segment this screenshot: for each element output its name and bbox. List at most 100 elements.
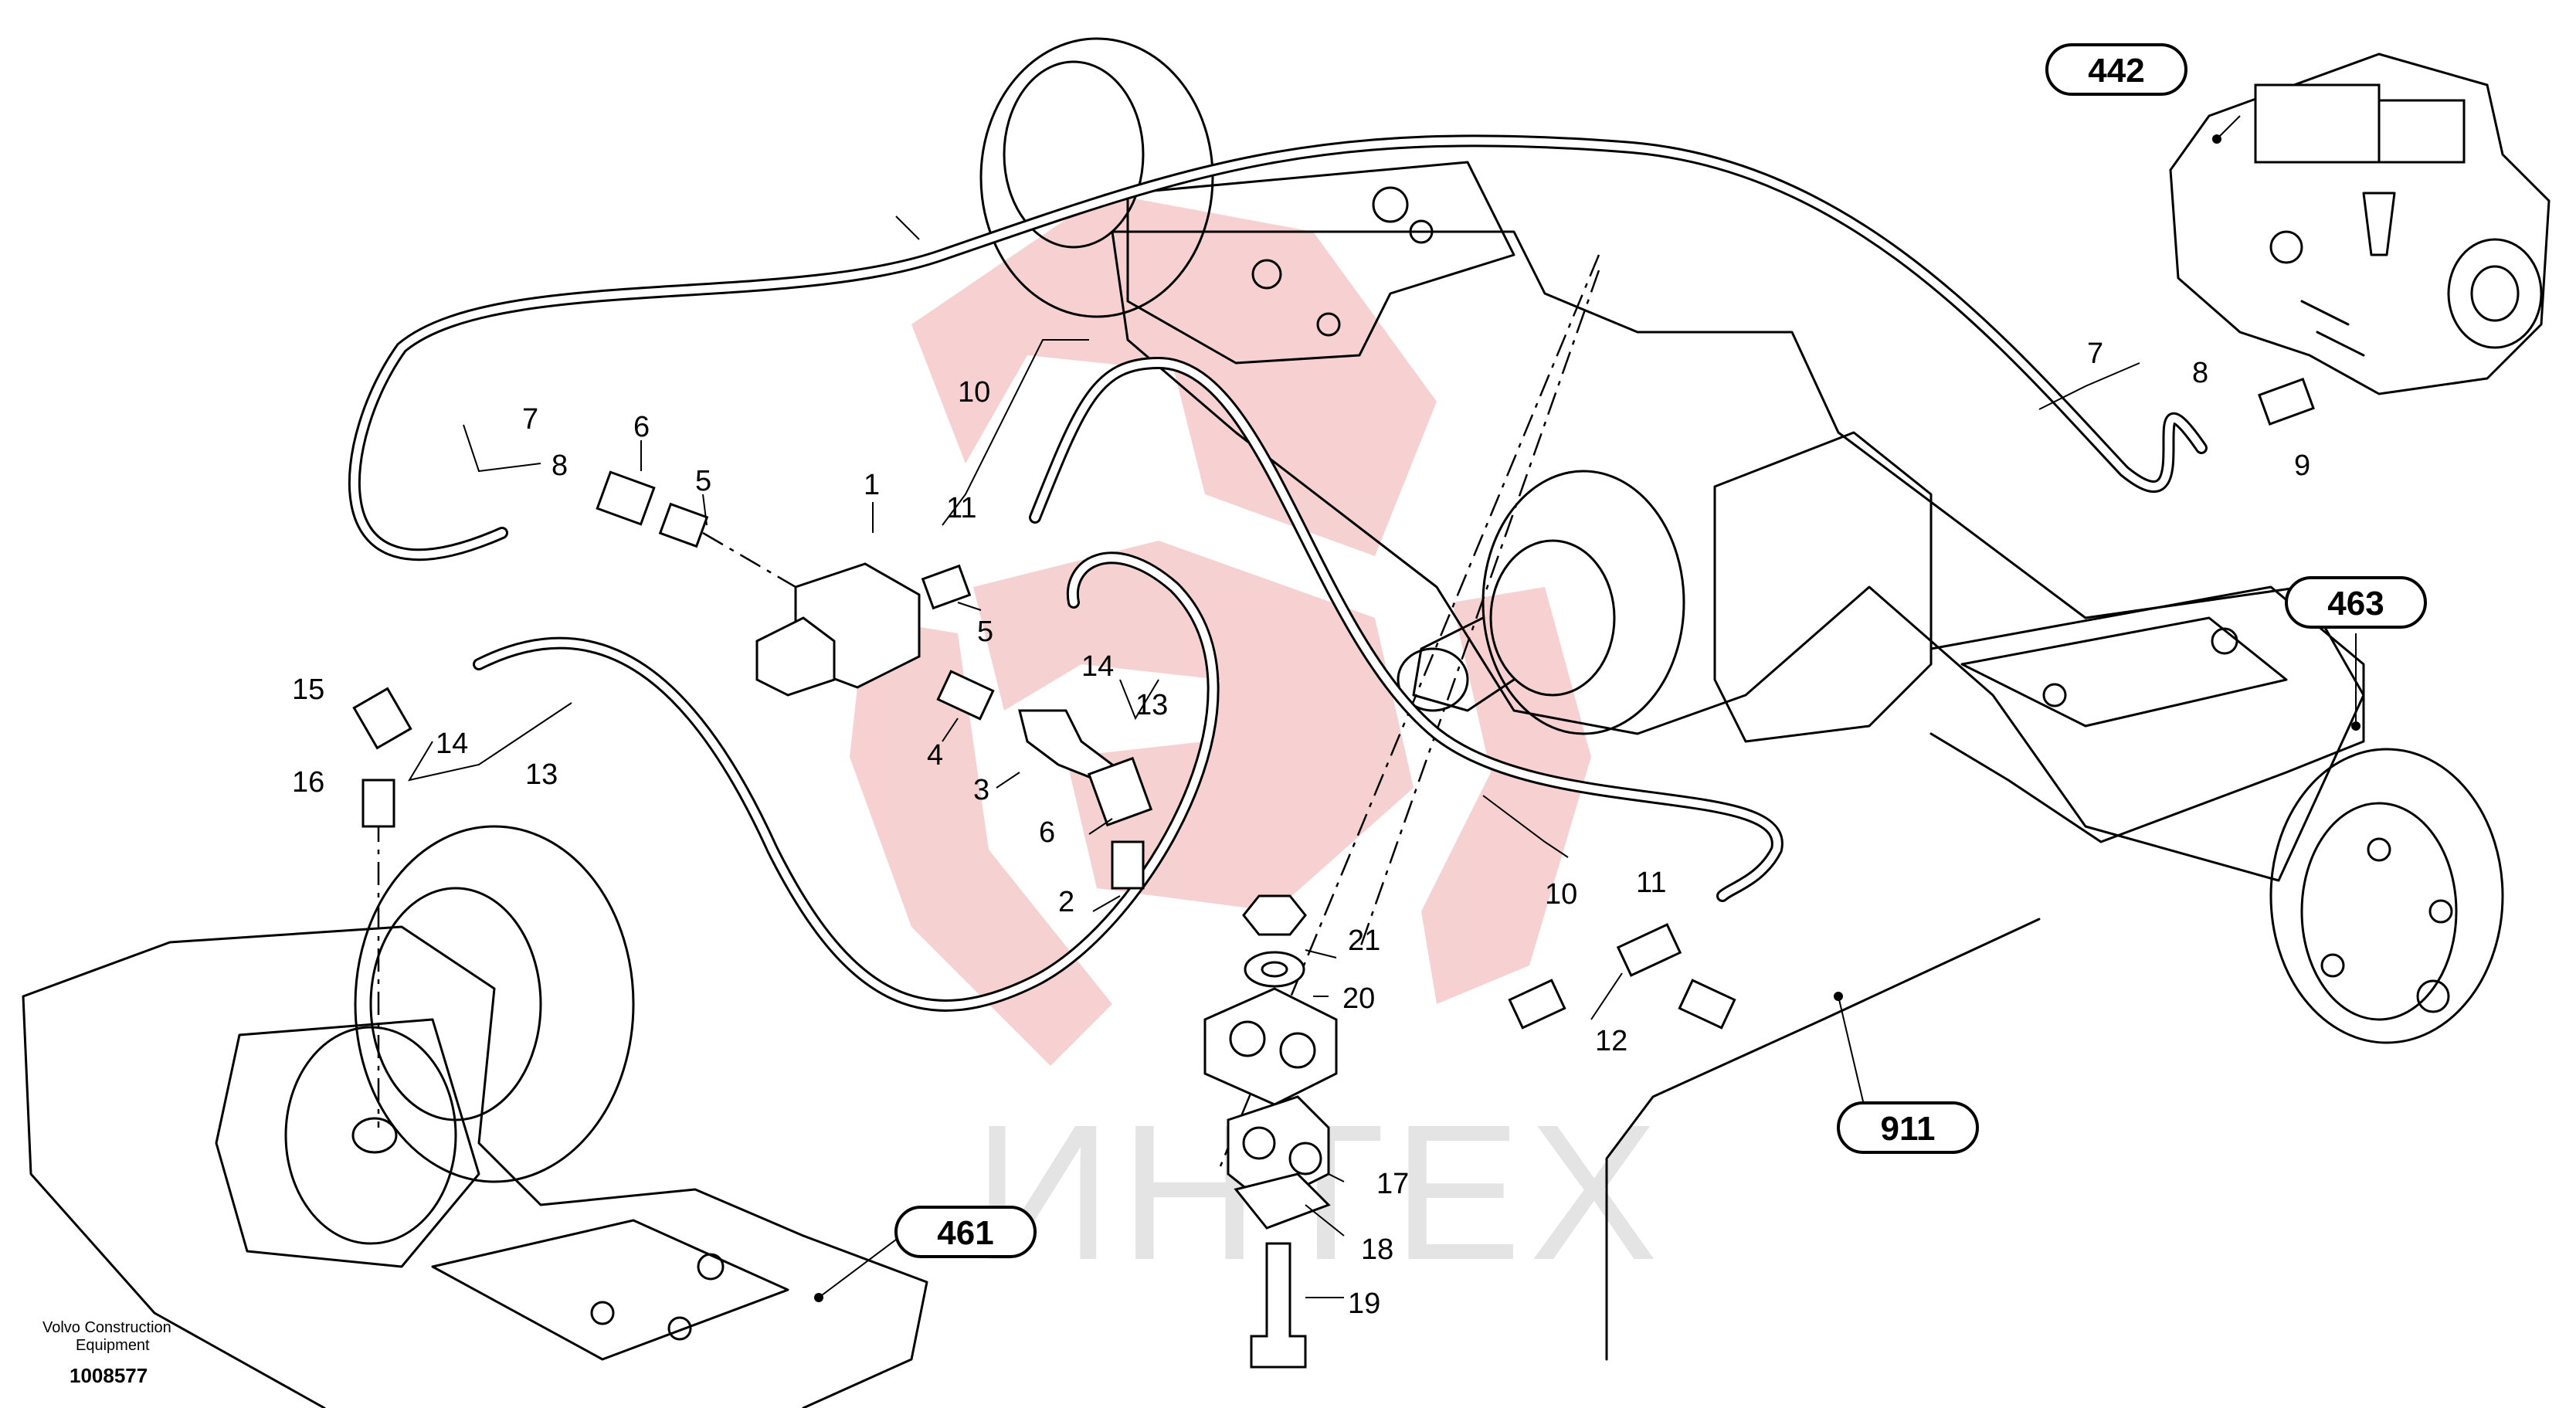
- center-line: [702, 531, 796, 589]
- wheel-stud: [2367, 837, 2391, 862]
- nut-21: [1242, 894, 1307, 936]
- callout-2: 2: [1058, 886, 1074, 918]
- fitting-2: [1111, 840, 1145, 890]
- leader: [942, 339, 1089, 526]
- axle-bolt-hole: [1409, 219, 1434, 244]
- hub-right-inner: [2300, 802, 2458, 1021]
- wheel-stud: [2320, 953, 2345, 978]
- pinion-shaft: [1412, 616, 1515, 712]
- hoses: [348, 134, 2208, 1012]
- reference-461: 461: [894, 1206, 1037, 1258]
- axle-housing-bottom: [22, 925, 928, 1408]
- hub-bottom-left-inner: [369, 887, 542, 1121]
- axle-bolt-hole: [697, 1253, 725, 1281]
- wheel-stud: [2416, 979, 2450, 1013]
- callout-14-left: 14: [436, 728, 468, 760]
- callout-14-mid: 14: [1081, 650, 1114, 683]
- fitting-16: [361, 779, 395, 828]
- callout-16: 16: [292, 766, 324, 799]
- reference-911: 911: [1837, 1101, 1979, 1154]
- pump-port: [2269, 230, 2303, 264]
- callout-9: 9: [2294, 450, 2310, 482]
- fitting-right: [1678, 979, 1736, 1030]
- axle-bolt-hole: [1316, 312, 1341, 337]
- reference-911-label: 911: [1881, 1110, 1936, 1148]
- leader: [1119, 679, 1159, 721]
- fitting-15: [352, 687, 412, 750]
- pump-valve-block: [2377, 99, 2466, 164]
- diff-housing: [1713, 431, 1933, 743]
- valve-solenoid: [755, 616, 836, 697]
- fittings: [352, 378, 2315, 1369]
- callout-1: 1: [864, 469, 880, 501]
- leader: [1590, 972, 1623, 1020]
- plate-18: [1234, 1172, 1331, 1230]
- leader: [818, 1239, 897, 1298]
- bolt-19: [1250, 1242, 1307, 1369]
- axle-plate-bottom: [431, 1219, 789, 1361]
- leader-dot: [1834, 992, 1843, 1001]
- axle-plate-right: [1960, 616, 2288, 728]
- diff-housing-bottom: [215, 1018, 480, 1268]
- callout-3: 3: [973, 774, 989, 806]
- callout-6-left: 6: [633, 411, 650, 443]
- callouts: 1 2 3 4 5 5 6 6 7 7 8 8 9 10 10 11 11 12…: [292, 338, 2310, 1320]
- leader: [1088, 818, 1113, 835]
- fitting-5-mid: [921, 564, 972, 610]
- callout-21: 21: [1348, 925, 1380, 957]
- callout-17: 17: [1376, 1168, 1409, 1200]
- leader: [1305, 1204, 1345, 1237]
- reference-463-label: 463: [2327, 585, 2384, 623]
- axle-bolt-hole: [1251, 259, 1282, 290]
- differential-flange-inner: [1489, 539, 1616, 697]
- callout-19: 19: [1348, 1288, 1380, 1320]
- pump-port-lines: [2300, 300, 2365, 357]
- axle-bolt-hole: [667, 1316, 692, 1341]
- fitting-12: [1616, 923, 1682, 977]
- pump-flange: [2447, 238, 2543, 349]
- pump-valve-block: [2254, 83, 2381, 164]
- leader-lines: [407, 115, 2360, 1302]
- footer-company-line2: Equipment: [76, 1337, 150, 1354]
- hub-bottom-left: [354, 825, 635, 1183]
- adapter-12: [1508, 979, 1566, 1030]
- callout-15: 15: [292, 673, 324, 706]
- axle-bolt-hole: [1372, 186, 1409, 223]
- differential-flange: [1481, 470, 1685, 735]
- axle-plate-top: [1126, 161, 1515, 365]
- leader: [1482, 795, 1569, 858]
- leader: [942, 718, 959, 742]
- pinion-end: [1397, 647, 1469, 712]
- callout-8-left: 8: [552, 450, 568, 482]
- fitting-5-left: [658, 502, 709, 548]
- callout-7-left: 7: [522, 403, 538, 436]
- fitting-6-mid: [1087, 756, 1153, 827]
- clamp-upper: [1203, 987, 1338, 1106]
- leader: [1092, 895, 1121, 912]
- frame-outline: [1605, 918, 2041, 1361]
- callout-5-left: 5: [695, 465, 711, 497]
- leader: [407, 702, 572, 782]
- callout-4: 4: [927, 739, 943, 772]
- reference-461-label: 461: [937, 1214, 993, 1252]
- axle-bolt-hole: [2042, 683, 2067, 707]
- flange-bottom: [284, 1026, 457, 1245]
- hydraulic-pump: [2169, 53, 2551, 395]
- leader: [1328, 1173, 1345, 1182]
- callout-8-right: 8: [2192, 357, 2208, 389]
- leader-dot: [2212, 134, 2221, 144]
- flange-bottom-inner: [351, 1117, 398, 1154]
- leader: [2038, 362, 2140, 410]
- axle-housing-top: [1111, 230, 2365, 882]
- callout-20: 20: [1342, 982, 1375, 1015]
- leader-dot: [2351, 721, 2360, 731]
- reference-442: 442: [2045, 43, 2187, 96]
- pump-flange-inner: [2470, 265, 2520, 322]
- rear-axle-assembly: [979, 37, 2504, 1044]
- callout-5-mid: 5: [977, 616, 993, 648]
- leader: [957, 602, 982, 611]
- leader: [2216, 115, 2241, 140]
- callout-10-top: 10: [958, 376, 990, 409]
- front-axle-assembly: [22, 825, 928, 1408]
